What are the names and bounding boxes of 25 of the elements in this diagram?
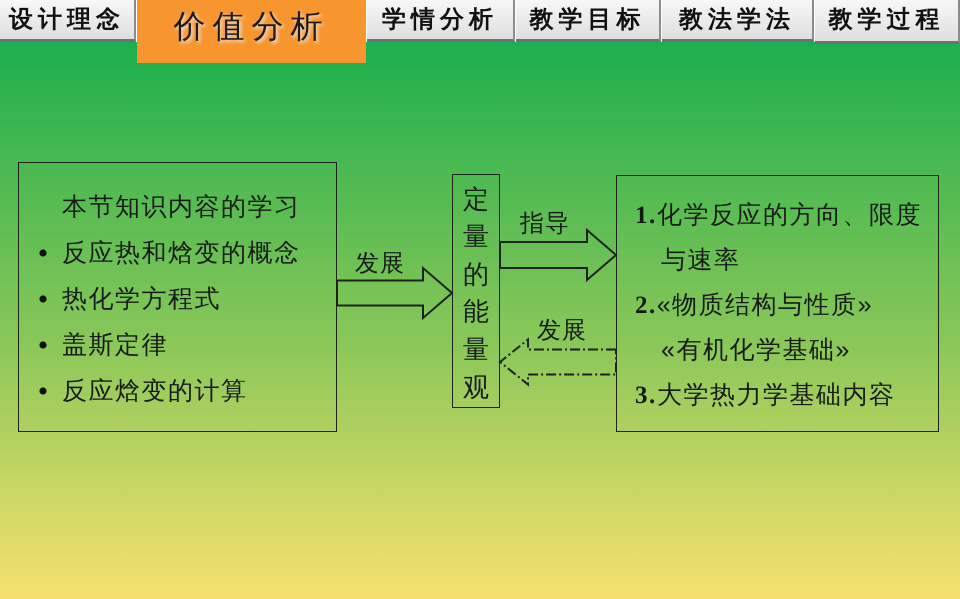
text-box	[18, 162, 337, 432]
active-tab: 价值分析	[137, 0, 366, 63]
concept-box	[452, 174, 500, 408]
list-item: 反应热和焓变的概念	[62, 239, 300, 267]
text-box	[616, 175, 939, 432]
nav-tab: 教学过程	[815, 0, 960, 44]
nav-tab: 教学目标	[516, 0, 661, 42]
edge-label: 指导	[520, 209, 570, 239]
list-heading: 本节知识内容的学习	[62, 193, 300, 221]
block-arrow	[499, 228, 618, 282]
nav-tab: 学情分析	[367, 0, 515, 42]
edge-label: 发展	[355, 249, 405, 279]
dashed-block-arrow	[498, 337, 617, 387]
list-item: 盖斯定律	[62, 331, 168, 359]
edge-label: 发展	[537, 316, 587, 346]
list-item: 1.化学反应的方向、限度与速率	[635, 200, 923, 276]
nav-tab: 设计理念	[0, 0, 136, 42]
block-arrow	[336, 266, 454, 320]
list-item: «有机化学基础»	[661, 335, 851, 366]
nav-tab: 教法学法	[662, 0, 814, 42]
list-item: 热化学方程式	[62, 285, 221, 313]
list-item: 3.大学热力学基础内容	[635, 380, 896, 411]
vertical-label: 定量的能量观	[462, 182, 490, 404]
list-item: 反应焓变的计算	[62, 377, 248, 405]
list-item: 2.«物质结构与性质»	[635, 290, 874, 321]
